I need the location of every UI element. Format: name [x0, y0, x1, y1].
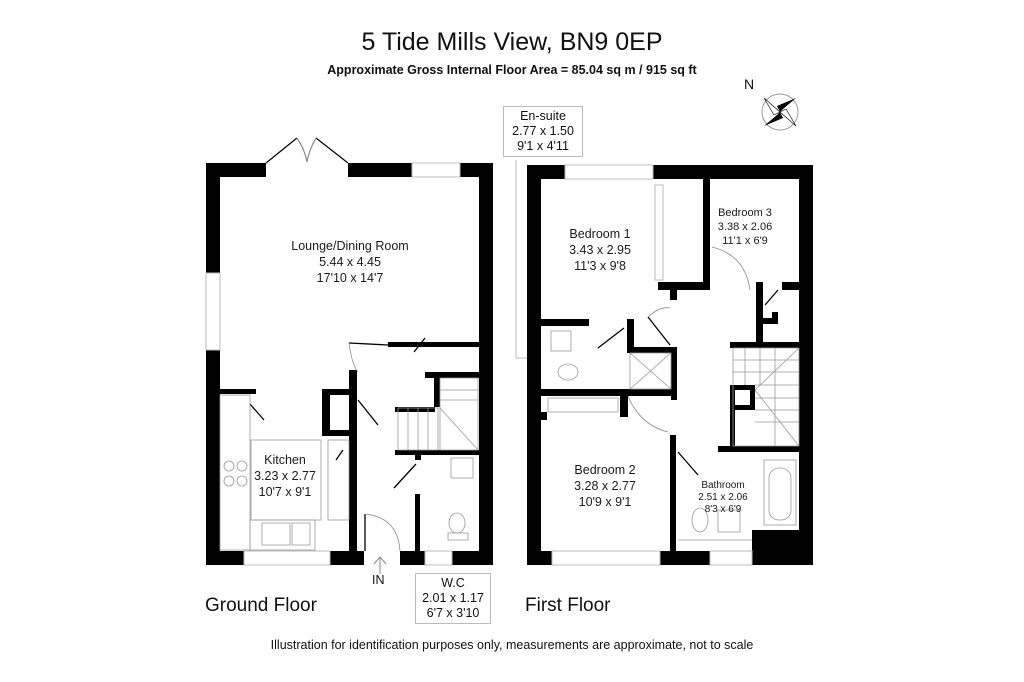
ground-floor-windows	[205, 162, 461, 566]
room-bathroom: Bathroom 2.51 x 2.06 8'3 x 6'9	[688, 480, 758, 516]
room-metric: 2.77 x 1.50	[512, 124, 574, 138]
room-bedroom-3: Bedroom 3 3.38 x 2.06 11'1 x 6'9	[708, 206, 782, 248]
room-imperial: 10'9 x 9'1	[578, 495, 632, 509]
room-en-suite: En-suite 2.77 x 1.50 9'1 x 4'11	[503, 106, 583, 157]
ground-floor-stairs	[397, 377, 479, 451]
room-name: W.C	[441, 576, 465, 590]
room-name: Kitchen	[264, 453, 306, 467]
entrance-label: IN	[372, 573, 385, 587]
kitchen-fittings	[219, 394, 350, 551]
room-name: Bathroom	[701, 480, 745, 491]
french-doors	[265, 137, 349, 164]
room-imperial: 8'3 x 6'9	[704, 504, 742, 515]
room-metric: 2.01 x 1.17	[422, 591, 484, 605]
room-wc: W.C 2.01 x 1.17 6'7 x 3'10	[415, 573, 491, 624]
page-title: 5 Tide Mills View, BN9 0EP	[361, 28, 663, 56]
room-imperial: 9'1 x 4'11	[517, 139, 569, 153]
first-floor-fittings	[547, 330, 800, 541]
room-name: Bedroom 2	[574, 463, 636, 477]
disclaimer: Illustration for identification purposes…	[270, 638, 754, 652]
room-imperial: 10'7 x 9'1	[258, 485, 312, 499]
room-metric: 3.28 x 2.77	[574, 479, 636, 493]
room-name: Bedroom 3	[718, 207, 772, 219]
room-imperial: 6'7 x 3'10	[426, 606, 480, 620]
room-imperial: 11'3 x 9'8	[574, 259, 626, 273]
room-name: Lounge/Dining Room	[291, 239, 409, 253]
room-name: Bedroom 1	[569, 227, 631, 241]
room-metric: 5.44 x 4.45	[319, 255, 381, 269]
room-bedroom-2: Bedroom 2 3.28 x 2.77 10'9 x 9'1	[560, 462, 650, 510]
north-label: N	[744, 76, 755, 92]
entrance-arrow-icon	[373, 556, 387, 574]
room-metric: 2.51 x 2.06	[698, 492, 748, 503]
compass-rose-icon	[761, 93, 799, 131]
room-imperial: 11'1 x 6'9	[722, 235, 768, 247]
room-name: En-suite	[520, 109, 566, 123]
room-bedroom-1: Bedroom 1 3.43 x 2.95 11'3 x 9'8	[555, 226, 645, 274]
room-metric: 3.38 x 2.06	[717, 221, 773, 233]
first-floor-label: First Floor	[525, 595, 611, 616]
first-floor-windows	[515, 160, 753, 566]
ground-floor-walls	[206, 163, 493, 565]
first-floor-doors	[597, 246, 779, 476]
first-floor-walls	[527, 165, 813, 565]
room-metric: 3.23 x 2.77	[254, 469, 316, 483]
ground-floor-plan	[205, 137, 493, 574]
room-kitchen: Kitchen 3.23 x 2.77 10'7 x 9'1	[245, 452, 325, 500]
room-imperial: 17'10 x 14'7	[316, 271, 384, 285]
ground-floor-label: Ground Floor	[205, 595, 317, 616]
ground-floor-doors	[249, 337, 426, 552]
first-floor-plan	[515, 160, 813, 566]
wc-fittings	[447, 457, 474, 541]
floor-area-subtitle: Approximate Gross Internal Floor Area = …	[327, 63, 697, 77]
room-metric: 3.43 x 2.95	[569, 243, 631, 257]
room-lounge-dining: Lounge/Dining Room 5.44 x 4.45 17'10 x 1…	[270, 238, 430, 286]
